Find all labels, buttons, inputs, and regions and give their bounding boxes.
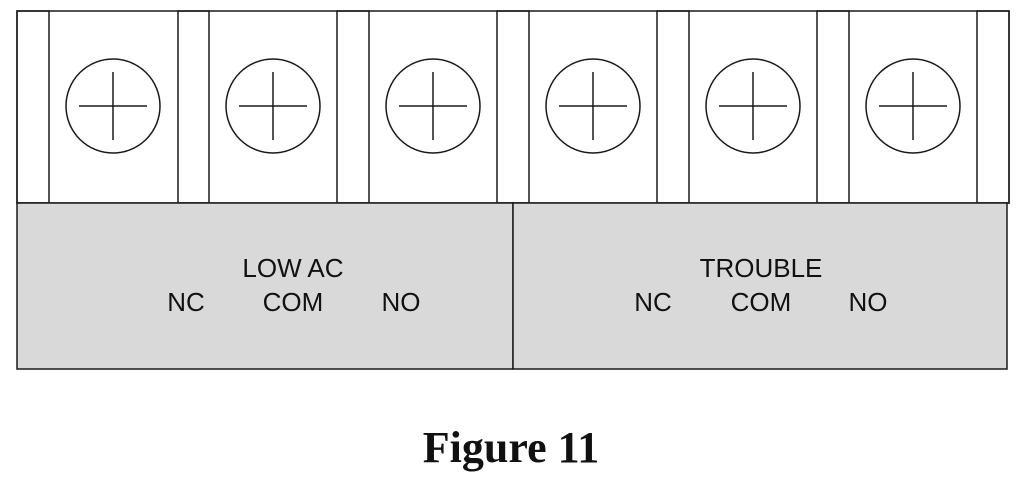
screw-head-icon[interactable]: [65, 58, 161, 154]
screw-head-icon[interactable]: [225, 58, 321, 154]
separator-fin: [816, 10, 850, 204]
trouble-label-panel: [512, 202, 1008, 370]
low-ac-com-label: COM: [263, 287, 324, 317]
trouble-nc-label: NC: [634, 287, 672, 317]
screw-terminal-row: [16, 10, 1010, 204]
trouble-group-title: TROUBLE: [700, 253, 823, 283]
screw-head-icon[interactable]: [545, 58, 641, 154]
trouble-com-label: COM: [731, 287, 792, 317]
separator-fin: [177, 10, 210, 204]
screw-head-icon[interactable]: [865, 58, 961, 154]
low-ac-no-label: NO: [382, 287, 421, 317]
separator-fin: [496, 10, 530, 204]
figure-caption: Figure 11: [422, 423, 600, 472]
low-ac-nc-label: NC: [167, 287, 205, 317]
trouble-no-label: NO: [849, 287, 888, 317]
screw-head-icon[interactable]: [385, 58, 481, 154]
separator-fin: [976, 10, 1010, 204]
low-ac-label-panel: [16, 202, 514, 370]
screw-head-icon[interactable]: [705, 58, 801, 154]
terminal-housing: [16, 10, 1010, 204]
low-ac-group-title: LOW AC: [242, 253, 343, 283]
separator-fin: [656, 10, 690, 204]
separator-fin: [336, 10, 370, 204]
separator-fin: [16, 10, 50, 204]
